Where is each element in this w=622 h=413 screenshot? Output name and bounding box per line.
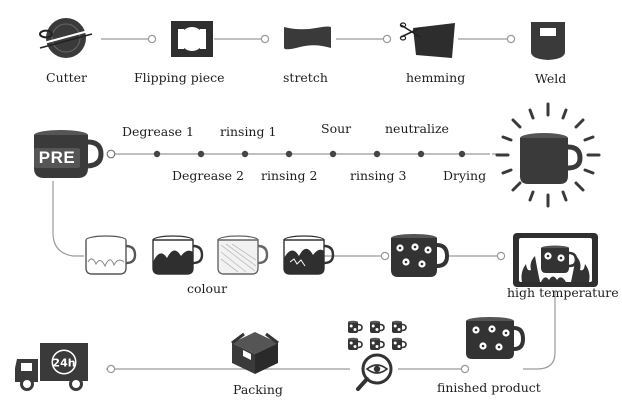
colour-mug-2-icon xyxy=(152,235,204,275)
step-label-finished-product: finished product xyxy=(437,380,541,395)
colour-mug-1-icon xyxy=(85,235,137,275)
delivery-truck-icon: 24h xyxy=(15,343,88,391)
truck-badge-text: 24h xyxy=(52,357,75,370)
inspection-mugs-icon xyxy=(347,319,407,351)
finished-product-mug-icon xyxy=(466,317,526,359)
flower-mug-icon xyxy=(391,234,450,277)
step-label-stretch: stretch xyxy=(283,70,328,85)
packing-box-icon xyxy=(231,332,279,374)
step-label-rinsing-2: rinsing 2 xyxy=(261,168,318,183)
step-label-degrease-1: Degrease 1 xyxy=(122,124,194,139)
bottom-connectors xyxy=(106,364,470,374)
step-label-rinsing-3: rinsing 3 xyxy=(350,168,407,183)
connector-pre-to-colour xyxy=(52,181,84,257)
step-label-hemming: hemming xyxy=(406,70,466,85)
step-label-high-temperature: high temperature xyxy=(507,285,619,300)
weld-icon xyxy=(531,22,565,60)
step-label-degrease-2: Degrease 2 xyxy=(172,168,244,183)
step-label-neutralize: neutralize xyxy=(385,121,449,136)
pre-badge: PRE xyxy=(34,148,80,168)
step-label-packing: Packing xyxy=(233,382,283,397)
step-label-sour: Sour xyxy=(321,121,352,136)
step-label-cutter: Cutter xyxy=(46,70,88,85)
cutter-icon xyxy=(39,18,93,58)
process-timeline xyxy=(106,149,498,159)
magnifier-eye-icon xyxy=(356,353,393,391)
high-temperature-icon xyxy=(513,233,598,287)
colour-mug-3-icon xyxy=(217,235,269,275)
row1-connectors xyxy=(101,34,516,44)
connector-heat-to-finished xyxy=(523,292,556,370)
stretch-icon xyxy=(284,26,332,50)
colour-mug-4-icon xyxy=(283,235,335,275)
flipping-piece-icon xyxy=(171,21,213,57)
step-label-flipping-piece: Flipping piece xyxy=(134,70,225,85)
step-label-weld: Weld xyxy=(535,71,567,86)
step-label-colour: colour xyxy=(187,281,228,296)
step-label-rinsing-1: rinsing 1 xyxy=(220,124,277,139)
hemming-icon xyxy=(399,22,455,58)
drying-sun-icon xyxy=(495,102,601,208)
step-label-drying: Drying xyxy=(443,168,487,183)
drying-mug-icon xyxy=(520,133,583,184)
